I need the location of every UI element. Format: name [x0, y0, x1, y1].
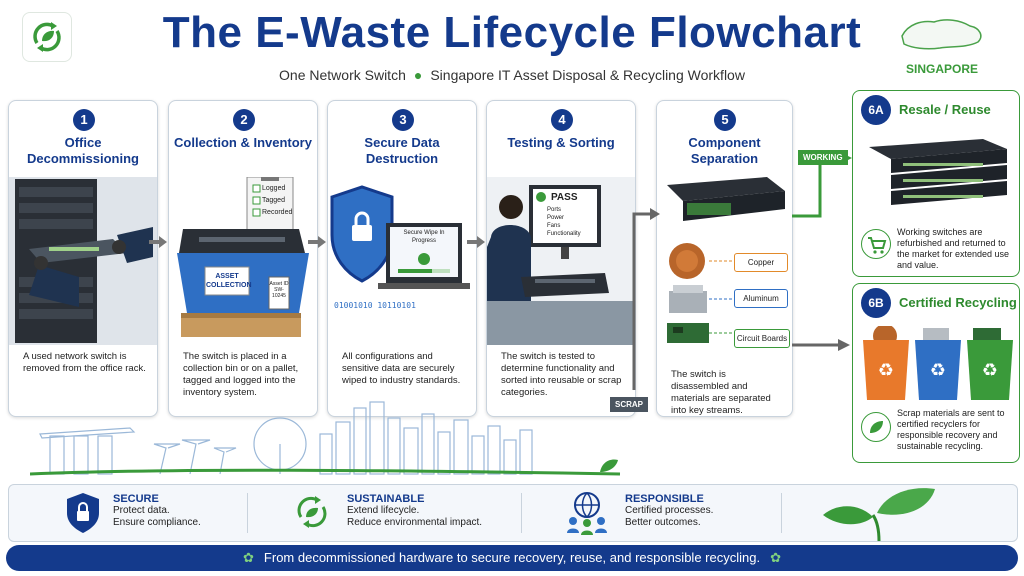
step-description: A used network switch is removed from th… [23, 351, 147, 375]
stacked-switches-illustration [863, 135, 1013, 217]
screen-text: Secure Wipe In Progress [392, 229, 456, 245]
region-label: SINGAPORE [894, 62, 990, 76]
stream-aluminum: Aluminum [734, 289, 788, 308]
divider [521, 493, 522, 533]
step-description: The switch is disassembled and materials… [671, 369, 782, 417]
arrow-right-icon [149, 236, 167, 248]
value-line: Reduce environmental impact. [347, 517, 482, 529]
checklist-item: Logged [262, 185, 285, 192]
pass-label: PASS [551, 192, 578, 203]
map-outline-icon [894, 10, 990, 58]
shopping-cart-icon [861, 229, 891, 259]
step-number: 2 [233, 109, 255, 131]
svg-text:♻: ♻ [930, 360, 946, 381]
svg-text:♻: ♻ [878, 360, 894, 381]
value-line: Extend lifecycle. [347, 505, 482, 517]
step-title: Collection & Inventory [173, 135, 313, 151]
value-line: Better outcomes. [625, 517, 713, 529]
value-responsible: RESPONSIBLE Certified processes. Better … [625, 493, 713, 529]
check-item: Fans [547, 223, 560, 229]
people-globe-icon [565, 489, 609, 535]
step-number: 5 [714, 109, 736, 131]
singapore-map: SINGAPORE [894, 10, 990, 80]
page-subtitle: One Network Switch●Singapore IT Asset Di… [0, 67, 1024, 83]
value-title: RESPONSIBLE [625, 493, 713, 505]
check-item: Ports [547, 207, 561, 213]
binary-stream: 01001010 10110101 [334, 301, 424, 311]
step-card-3: 3 Secure Data Destruction Secure Wipe In… [327, 100, 477, 417]
recycle-leaf-icon [291, 491, 333, 533]
branch-connector [612, 200, 660, 400]
value-line: Protect data. [113, 505, 201, 517]
outcome-title: Certified Recycling [899, 295, 1017, 310]
step-title: Component Separation [661, 135, 788, 167]
value-secure: SECURE Protect data. Ensure compliance. [113, 493, 201, 529]
bin-label: ASSET COLLECTION [206, 272, 248, 290]
step-number: 1 [73, 109, 95, 131]
outcome-card-recycling: 6B Certified Recycling ♻ ♻ ♻ Scrap mater… [852, 283, 1020, 463]
outcome-card-resale: 6A Resale / Reuse Working switches are r… [852, 90, 1020, 277]
check-item: Functionality [547, 231, 581, 237]
outcome-badge: 6A [861, 95, 891, 125]
checklist-item: Recorded [262, 209, 292, 216]
step-title: Office Decommissioning [13, 135, 153, 167]
step-title: Testing & Sorting [491, 135, 631, 151]
svg-text:♻: ♻ [982, 360, 998, 381]
stream-circuit-boards: Circuit Boards [734, 329, 790, 348]
check-item: Power [547, 215, 564, 221]
value-title: SUSTAINABLE [347, 493, 482, 505]
shield-lock-icon [63, 491, 103, 535]
value-title: SECURE [113, 493, 201, 505]
rack-illustration [9, 177, 157, 345]
subtitle-right: Singapore IT Asset Disposal & Recycling … [430, 67, 745, 83]
recycling-bins-illustration: ♻ ♻ ♻ [861, 326, 1015, 402]
sprout-icon [819, 485, 939, 541]
value-line: Ensure compliance. [113, 517, 201, 529]
footer-banner: ✿ From decommissioned hardware to secure … [6, 545, 1018, 571]
stream-copper: Copper [734, 253, 788, 272]
step-card-1: 1 Office Decommissioning A used network … [8, 100, 158, 417]
step-number: 3 [392, 109, 414, 131]
collection-bin-illustration: Logged Tagged Recorded ASSET COLLECTION … [169, 177, 317, 345]
page-title: The E-Waste Lifecycle Flowchart [0, 8, 1024, 58]
checklist-item: Tagged [262, 197, 285, 204]
arrow-right-icon [467, 236, 485, 248]
footer-text: From decommissioned hardware to secure r… [264, 550, 760, 565]
asset-tag: Asset ID SW-10245 [269, 281, 289, 299]
outcome-badge: 6B [861, 288, 891, 318]
leaf-icon [861, 412, 891, 442]
step-description: The switch is tested to determine functi… [501, 351, 625, 399]
step-description: All configurations and sensitive data ar… [342, 351, 466, 387]
outcome-description: Working switches are refurbished and ret… [897, 227, 1013, 271]
outcome-description: Scrap materials are sent to certified re… [897, 408, 1013, 452]
leaf-icon: ✿ [770, 550, 781, 565]
step-card-2: 2 Collection & Inventory Logged Tagged R… [168, 100, 318, 417]
step-number: 4 [551, 109, 573, 131]
singapore-skyline [30, 400, 630, 480]
step-description: The switch is placed in a collection bin… [183, 351, 307, 399]
scrap-connector [792, 338, 852, 352]
data-destruction-illustration: Secure Wipe In Progress 01001010 1011010… [328, 177, 476, 345]
arrow-right-icon [308, 236, 326, 248]
subtitle-left: One Network Switch [279, 67, 406, 83]
value-sustainable: SUSTAINABLE Extend lifecycle. Reduce env… [347, 493, 482, 529]
step-title: Secure Data Destruction [332, 135, 472, 167]
values-bar: SECURE Protect data. Ensure compliance. … [8, 484, 1018, 542]
divider [781, 493, 782, 533]
value-line: Certified processes. [625, 505, 713, 517]
leaf-icon: ✿ [243, 550, 254, 565]
working-tag: WORKING [798, 150, 848, 165]
outcome-title: Resale / Reuse [899, 102, 991, 117]
divider [247, 493, 248, 533]
